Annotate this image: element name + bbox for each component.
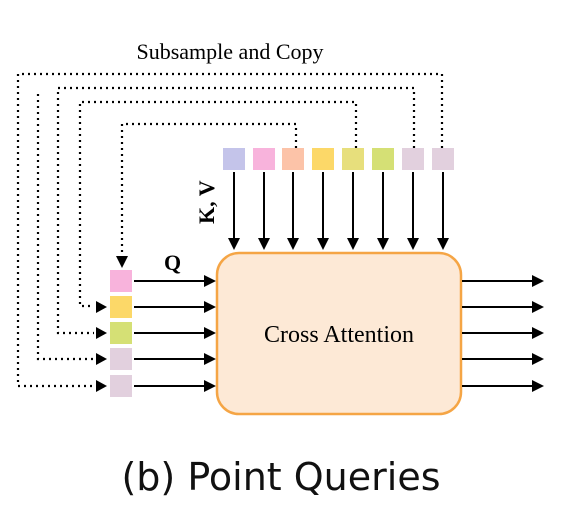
cross-attention-box [215,251,463,416]
kv-token-3 [282,148,304,170]
kv-token-6 [372,148,394,170]
cross-attention-label: Cross Attention [264,322,414,348]
q-token-3 [110,322,132,344]
output-arrows [462,275,544,392]
subsample-copy-label: Subsample and Copy [137,39,324,64]
kv-token-1 [223,148,245,170]
copy-arrowheads [96,256,128,392]
q-token-column [110,270,132,397]
q-token-2 [110,296,132,318]
q-token-5 [110,375,132,397]
kv-token-2 [253,148,275,170]
copy-arrowhead-5 [96,380,107,392]
q-label: Q [164,250,181,275]
copy-path-1 [120,122,298,258]
kv-arrows [228,172,449,250]
q-token-1 [110,270,132,292]
kv-token-7 [402,148,424,170]
copy-arrowhead-3 [96,327,107,339]
kv-token-row [223,148,454,170]
copy-arrowhead-2 [96,301,107,313]
subsample-copy-connectors [16,72,444,388]
q-token-4 [110,348,132,370]
copy-path-4 [16,72,444,388]
copy-arrowhead-4 [96,353,107,365]
kv-token-4 [312,148,334,170]
copy-arrowhead-1 [116,256,128,268]
kv-token-8 [432,148,454,170]
copy-path-3 [56,86,416,335]
q-arrows [134,275,216,392]
kv-token-5 [342,148,364,170]
copy-path-2 [78,100,358,308]
kv-label: K, V [194,180,219,224]
copy-path-5 [36,94,94,361]
figure-caption: (b) Point Queries [121,455,440,499]
